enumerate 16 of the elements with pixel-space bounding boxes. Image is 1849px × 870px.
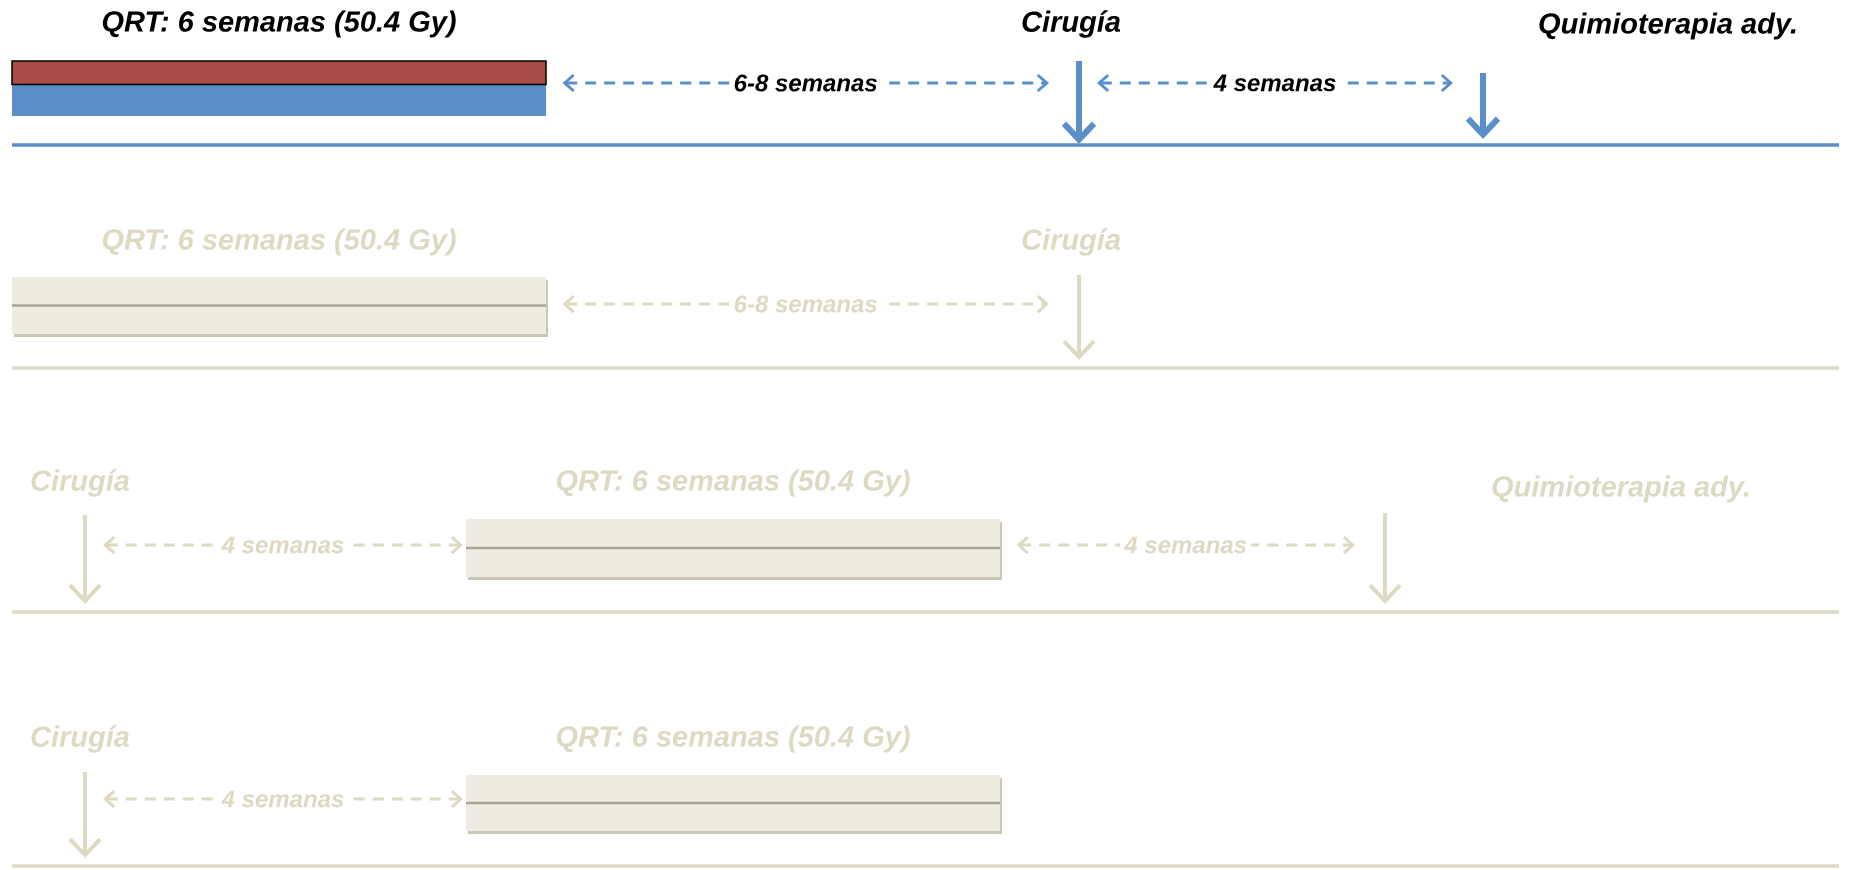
edge-label: 4 semanas bbox=[1120, 532, 1252, 558]
edge-label: 4 semanas bbox=[217, 786, 349, 812]
bar-title: QRT: 6 semanas (50.4 Gy) bbox=[556, 469, 910, 497]
edge-label: 6-8 semanas bbox=[729, 70, 882, 96]
bar-title: QRT: 6 semanas (50.4 Gy) bbox=[102, 228, 456, 256]
bar-title: QRT: 6 semanas (50.4 Gy) bbox=[556, 725, 910, 753]
event-label: Cirugía bbox=[1022, 228, 1121, 256]
edge-label: 4 semanas bbox=[217, 532, 349, 558]
event-label: Cirugía bbox=[1022, 10, 1121, 38]
event-label: Quimioterapia ady. bbox=[1492, 475, 1749, 503]
event-label: Cirugía bbox=[31, 725, 130, 753]
edge-label: 6-8 semanas bbox=[729, 291, 882, 317]
bar-title: QRT: 6 semanas (50.4 Gy) bbox=[102, 10, 456, 38]
event-label: Cirugía bbox=[31, 469, 130, 497]
edge-label: 4 semanas bbox=[1209, 70, 1341, 96]
event-label: Quimioterapia ady. bbox=[1539, 12, 1796, 40]
